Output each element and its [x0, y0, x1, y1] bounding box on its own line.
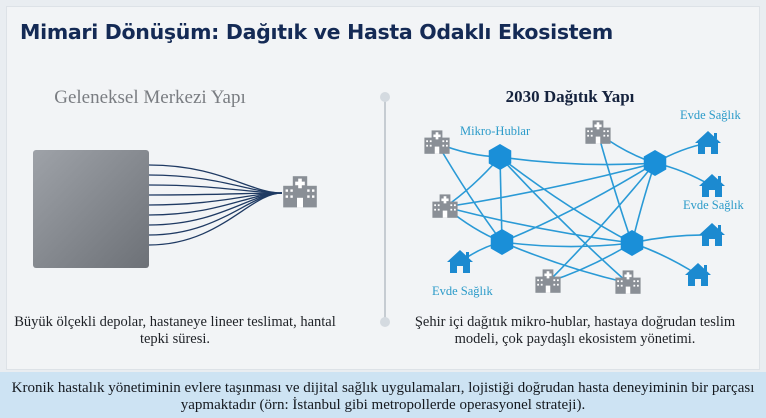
divider-top-knob	[380, 92, 390, 102]
divider-bottom-knob	[380, 317, 390, 327]
traditional-caption: Büyük ölçekli depolar, hastaneye lineer …	[14, 314, 336, 347]
hospital-icon	[283, 176, 317, 208]
traditional-heading: Geleneksel Merkezi Yapı	[54, 87, 246, 108]
micro-hub-node	[643, 150, 667, 176]
footer-note: Kronik hastalık yönetiminin evlere taşın…	[0, 372, 766, 418]
micro-hub-node	[620, 230, 644, 256]
hospital-icon	[615, 270, 641, 294]
micro-hub-label: Mikro-Hublar	[460, 124, 531, 138]
distributed-heading: 2030 Dağıtık Yapı	[505, 87, 635, 106]
linear-delivery-lines	[148, 164, 283, 246]
hospital-icon	[585, 120, 611, 144]
home-health-label: Evde Sağlık	[432, 284, 493, 298]
home-icon	[699, 174, 725, 197]
page-title: Mimari Dönüşüm: Dağıtık ve Hasta Odaklı …	[20, 20, 613, 44]
network-edges	[436, 132, 713, 284]
hospital-icon	[535, 269, 561, 293]
home-icon	[695, 131, 721, 154]
hospital-icon	[424, 130, 450, 154]
central-warehouse-block	[33, 150, 149, 268]
home-icon	[699, 223, 725, 246]
micro-hub-node	[490, 229, 514, 255]
distributed-caption: Şehir içi dağıtık mikro-hublar, hastaya …	[414, 314, 736, 347]
micro-hub-node	[488, 144, 512, 170]
hospital-icon	[432, 194, 458, 218]
home-health-label: Evde Sağlık	[683, 198, 744, 212]
home-icon	[447, 250, 473, 273]
home-health-label: Evde Sağlık	[680, 108, 741, 122]
home-icon	[685, 263, 711, 286]
